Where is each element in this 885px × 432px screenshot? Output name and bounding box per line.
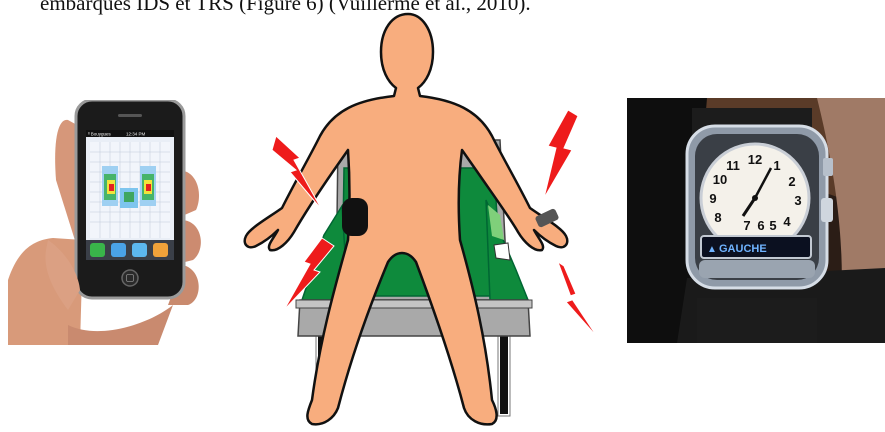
- dial-number-4: 4: [783, 214, 791, 229]
- ipod-app-icon[interactable]: [153, 243, 168, 257]
- dial-number-1: 1: [773, 158, 780, 173]
- phone-photo: ᴵᴵ Bouygues 12:34 PM: [8, 100, 208, 345]
- dial-number-2: 2: [788, 174, 795, 189]
- dial-number-11: 11: [726, 158, 740, 173]
- smartphone: ᴵᴵ Bouygues 12:34 PM: [76, 100, 184, 298]
- pressure-map: [90, 142, 170, 238]
- phone-app-icon[interactable]: [90, 243, 105, 257]
- hip-device: [342, 198, 368, 236]
- home-button[interactable]: [122, 270, 138, 286]
- dial-number-9: 9: [709, 191, 716, 206]
- dial-number-5: 5: [769, 218, 776, 233]
- human-body: [245, 14, 568, 424]
- status-carrier: ᴵᴵ Bouygues: [88, 132, 112, 137]
- status-time: 12:34 PM: [126, 132, 146, 137]
- dial-number-8: 8: [714, 210, 721, 225]
- vibration-bolt-lower-right: [558, 262, 598, 338]
- body-on-chair-diagram: [238, 0, 608, 432]
- dial-number-12: 12: [748, 152, 762, 167]
- dial-number-6: 6: [757, 218, 764, 233]
- dial-number-3: 3: [794, 193, 801, 208]
- lcd-text: GAUCHE: [719, 243, 767, 255]
- vibration-bolt-upper-right: [544, 110, 578, 198]
- dial-number-7: 7: [743, 218, 750, 233]
- watch-photo: 12 1 2 3 4 5 6 7 8 9 10 11 ▲ GAUCHE: [627, 98, 885, 343]
- chair-leg: [500, 336, 508, 414]
- wrist-watch: 12 1 2 3 4 5 6 7 8 9 10 11 ▲ GAUCHE: [687, 126, 833, 288]
- dial-number-10: 10: [713, 172, 727, 187]
- watch-side-button: [821, 198, 833, 222]
- safari-app-icon[interactable]: [132, 243, 147, 257]
- lcd-arrow: ▲: [707, 244, 717, 255]
- watch-crown-button: [823, 158, 833, 176]
- mail-app-icon[interactable]: [111, 243, 126, 257]
